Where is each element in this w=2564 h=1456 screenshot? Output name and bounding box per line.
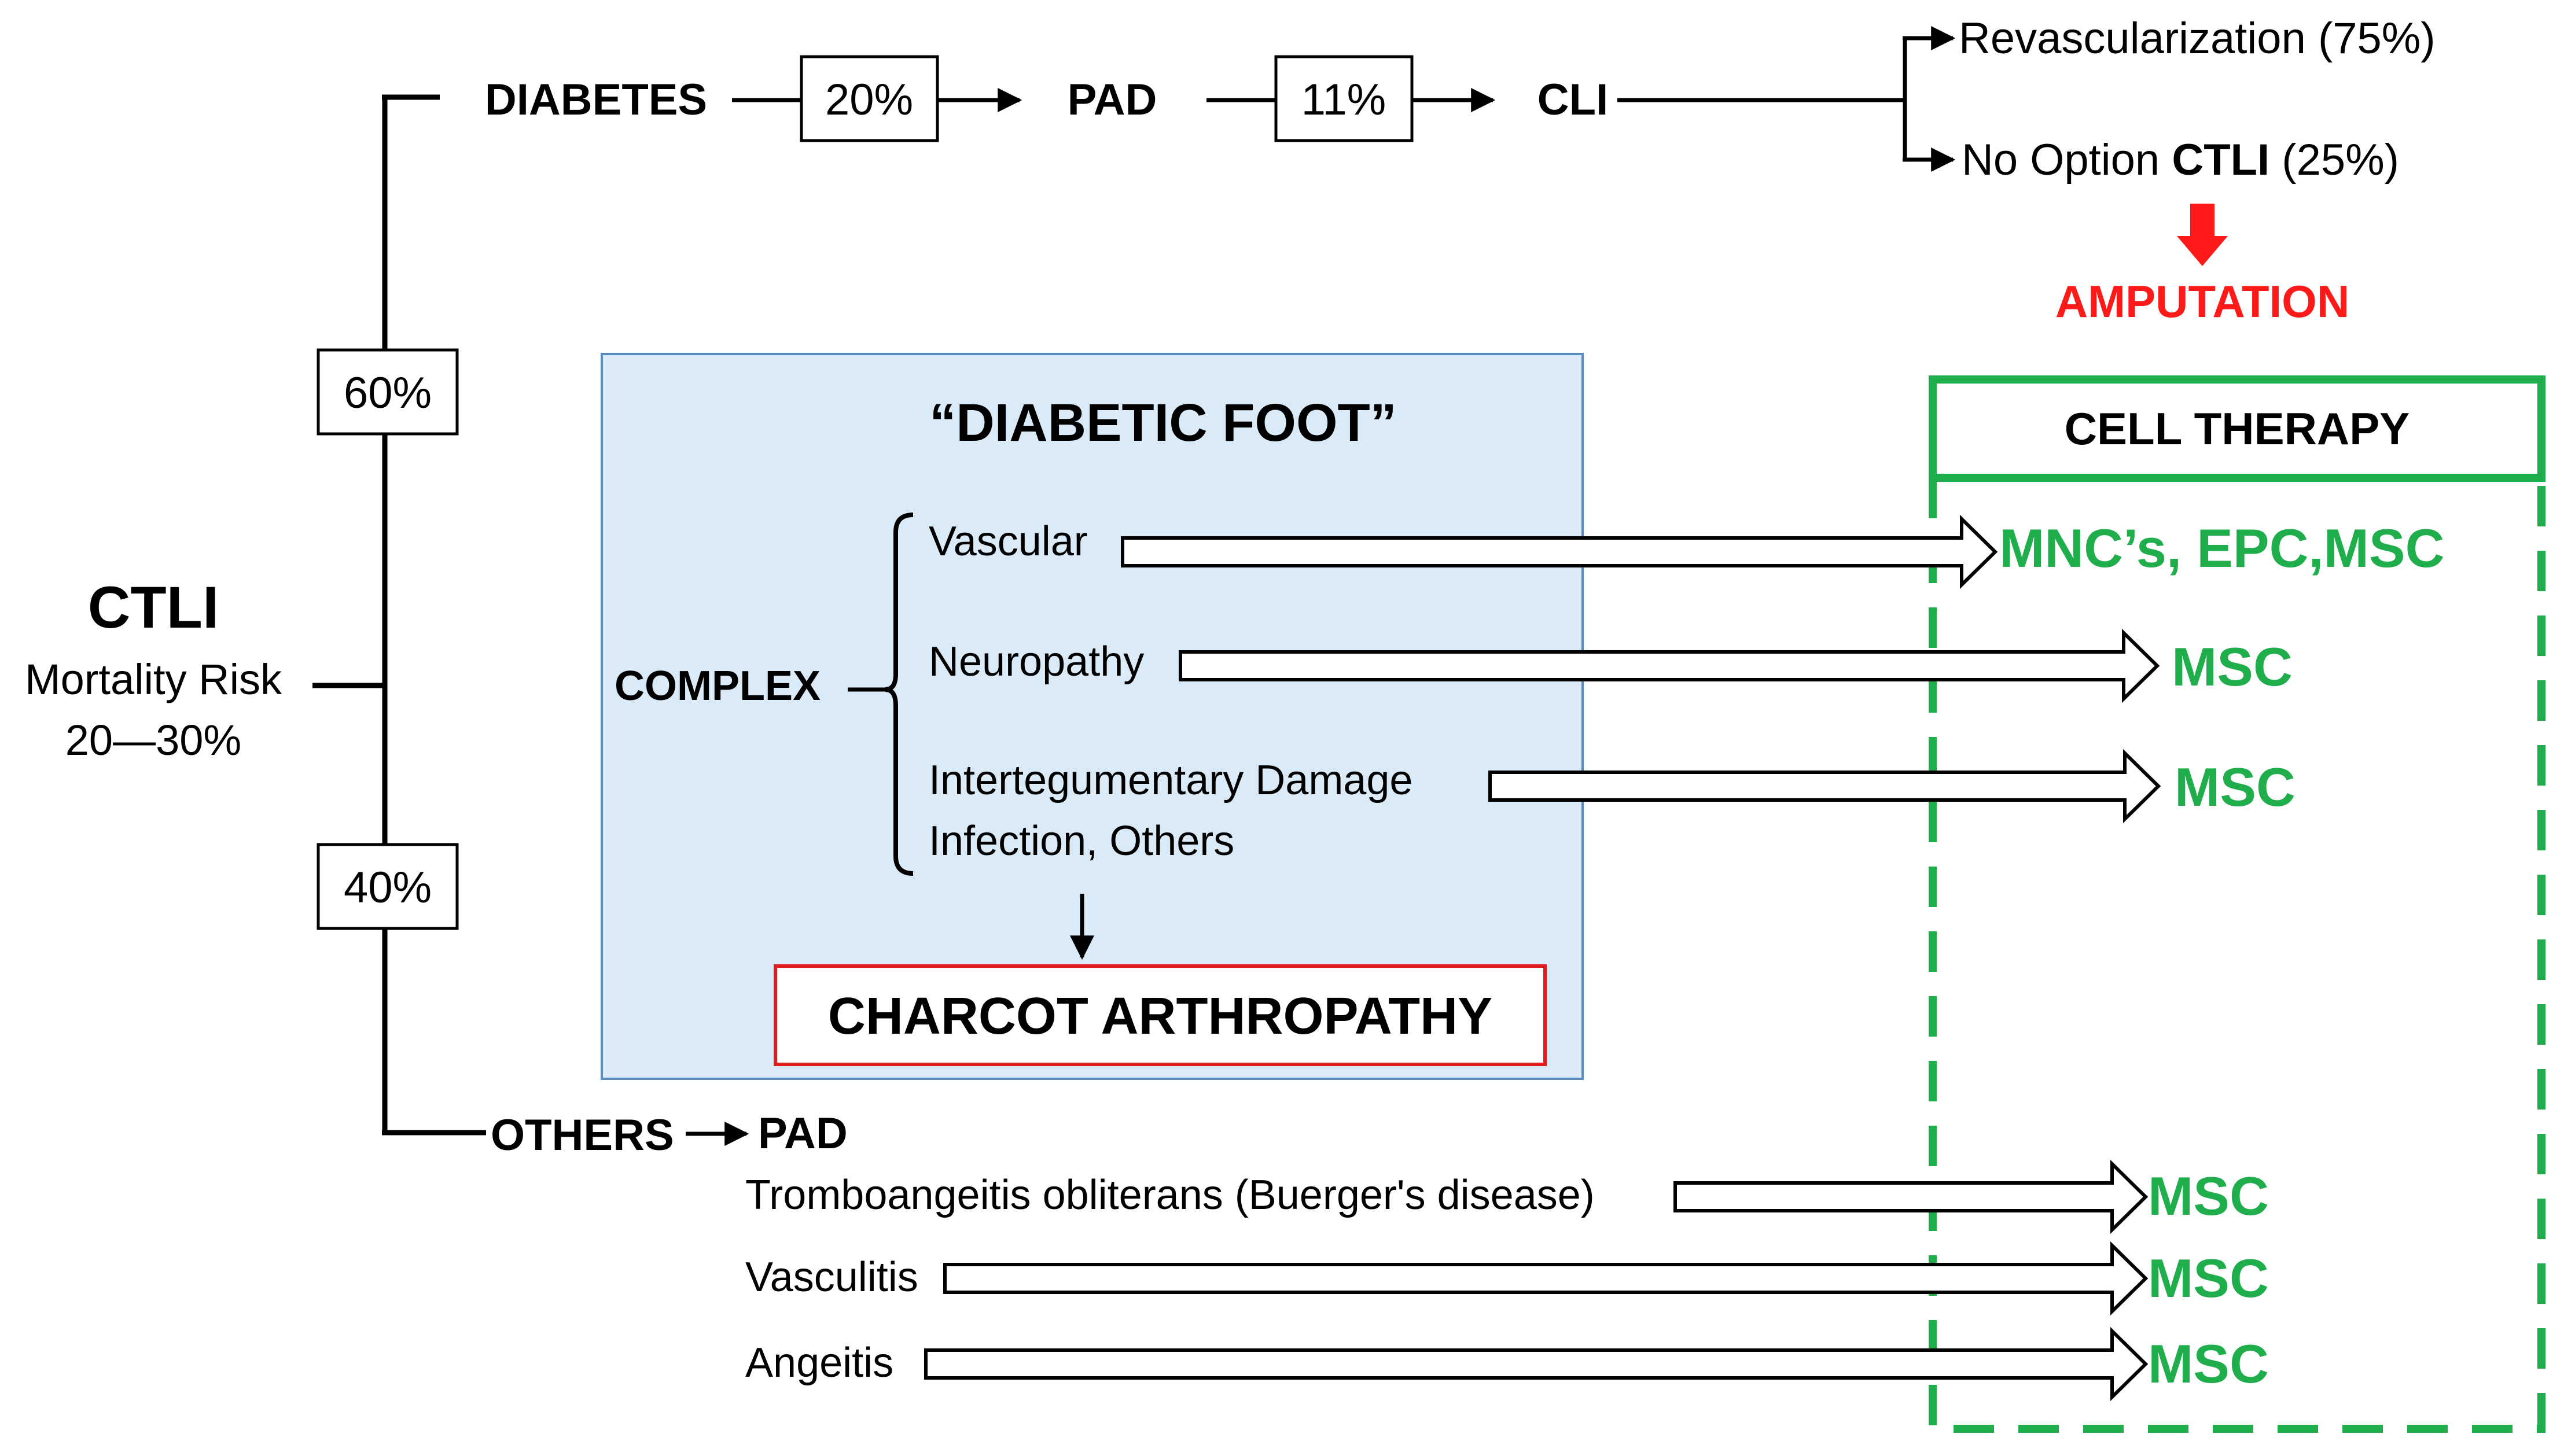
no-option-ctli: CTLI (2172, 135, 2269, 185)
amputation-down-arrow (2177, 204, 2228, 266)
therapy-targets: MNC’s, EPC,MSC MSC MSC MSC MSC MSC (1999, 518, 2445, 1394)
root-node: CTLI Mortality Risk 20—30% (25, 574, 282, 764)
amputation-label: AMPUTATION (2055, 276, 2349, 327)
target-damage: MSC (2175, 757, 2296, 817)
revascularization-label: Revascularization (75%) (1959, 14, 2436, 63)
arrow-neuropathy (1179, 628, 2160, 703)
branch-upper-pct: 60% (344, 368, 432, 418)
root-mortality-label: Mortality Risk (25, 655, 282, 703)
arrow-angeitis (924, 1326, 2149, 1402)
no-option-label: No Option CTLI (25%) (1962, 135, 2399, 185)
arrow-vascular (1121, 514, 1998, 589)
cell-therapy-title-box (1929, 375, 2545, 482)
tree-lines (312, 94, 486, 1136)
target-angeitis: MSC (2148, 1333, 2269, 1394)
pct-20: 20% (825, 75, 913, 124)
root-mortality-value: 20—30% (65, 716, 241, 764)
target-vascular: MNC’s, EPC,MSC (1999, 518, 2445, 578)
root-title: CTLI (88, 574, 219, 640)
top-row: DIABETES 20% PAD 11% CLI Revascularizati… (485, 14, 2436, 327)
arrow-damage (1488, 749, 2161, 824)
buerger-label: Tromboangeitis obliterans (Buerger's dis… (745, 1172, 1595, 1218)
angeitis-label: Angeitis (745, 1340, 893, 1386)
pct-11: 11% (1301, 75, 1386, 124)
cli-label: CLI (1537, 75, 1608, 124)
damage-label-line1: Intertegumentary Damage (929, 757, 1412, 803)
cell-therapy-panel: CELL THERAPY (1929, 375, 2545, 1433)
cell-therapy-title: CELL THERAPY (2065, 403, 2410, 454)
diabetic-foot-title: “DIABETIC FOOT” (929, 393, 1397, 452)
damage-label-line2: Infection, Others (929, 818, 1234, 864)
charcot-label: CHARCOT ARTHROPATHY (828, 987, 1492, 1045)
no-option-pct: (25%) (2269, 135, 2399, 185)
target-vasculitis: MSC (2148, 1248, 2269, 1308)
others-branch: OTHERS PAD Tromboangeitis obliterans (Bu… (491, 1109, 1595, 1386)
others-label: OTHERS (491, 1111, 674, 1160)
arrow-buerger (1673, 1159, 2149, 1234)
charcot-box (774, 964, 1547, 1066)
complex-label: COMPLEX (615, 663, 821, 709)
branch-lower-pct: 40% (344, 863, 432, 912)
vascular-label: Vascular (929, 518, 1088, 565)
pad-label: PAD (1068, 75, 1157, 124)
therapy-arrows (924, 514, 2161, 1402)
diabetic-foot-panel: “DIABETIC FOOT” COMPLEX Vascular Neuropa… (601, 353, 1584, 1080)
arrow-vasculitis (943, 1241, 2149, 1316)
cell-therapy-dashed-frame (1929, 478, 2545, 1433)
target-neuropathy: MSC (2172, 636, 2293, 697)
others-pad-label: PAD (758, 1109, 848, 1158)
pct-20-box (800, 55, 939, 142)
neuropathy-label: Neuropathy (929, 639, 1144, 685)
branch-upper-badge: 60% (317, 348, 459, 436)
branch-lower-badge: 40% (317, 843, 459, 930)
vasculitis-label: Vasculitis (745, 1254, 918, 1300)
pct-11-box (1274, 55, 1414, 142)
no-option-text: No Option (1962, 135, 2172, 185)
target-buerger: MSC (2148, 1166, 2269, 1226)
diabetes-label: DIABETES (485, 75, 707, 124)
complex-bracket (885, 513, 914, 876)
